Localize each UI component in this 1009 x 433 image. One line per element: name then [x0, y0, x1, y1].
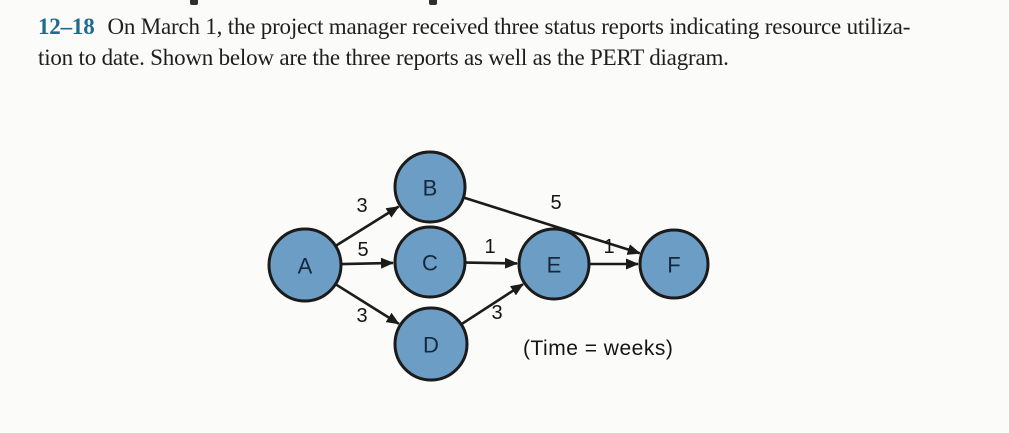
edge-label-A-B: 3: [356, 195, 367, 217]
node-label-A: A: [298, 254, 313, 279]
node-A: [267, 227, 343, 303]
cropped-text-artifact: [190, 0, 198, 5]
edge-label-B-F: 5: [550, 192, 561, 214]
problem-text-line1: On March 1, the project manager received…: [107, 14, 911, 39]
diagram-caption: (Time = weeks): [523, 337, 674, 360]
edge-C-E: [465, 257, 518, 269]
edges-group: [335, 196, 641, 325]
node-label-D: D: [423, 333, 439, 358]
node-F: [638, 228, 710, 300]
problem-number: 12–18: [38, 14, 95, 39]
edge-A-D: [335, 283, 400, 325]
nodes-group: A B C D E F: [267, 150, 710, 382]
edge-D-E: [461, 283, 524, 325]
cropped-text-artifact: [429, 0, 437, 5]
edge-labels-group: 3 5 3 5 1 3 1: [356, 192, 614, 327]
node-E: [517, 227, 591, 301]
edge-A-C: [341, 257, 394, 269]
node-label-E: E: [547, 253, 562, 278]
edge-A-B: [335, 205, 400, 247]
edge-label-E-F: 1: [603, 236, 614, 258]
problem-text-line2: tion to date. Shown below are the three …: [38, 45, 729, 70]
node-label-B: B: [423, 176, 438, 201]
node-B: [393, 150, 467, 224]
edge-label-C-E: 1: [484, 236, 495, 258]
node-label-C: C: [422, 251, 438, 276]
edge-label-D-E: 3: [491, 302, 502, 324]
node-C: [393, 225, 467, 299]
edge-B-F: [463, 196, 641, 255]
node-label-F: F: [667, 253, 680, 278]
problem-statement: 12–18 On March 1, the project manager rec…: [38, 11, 910, 73]
edge-label-A-D: 3: [356, 305, 367, 327]
edge-label-A-C: 5: [357, 239, 368, 261]
node-D: [393, 306, 469, 382]
